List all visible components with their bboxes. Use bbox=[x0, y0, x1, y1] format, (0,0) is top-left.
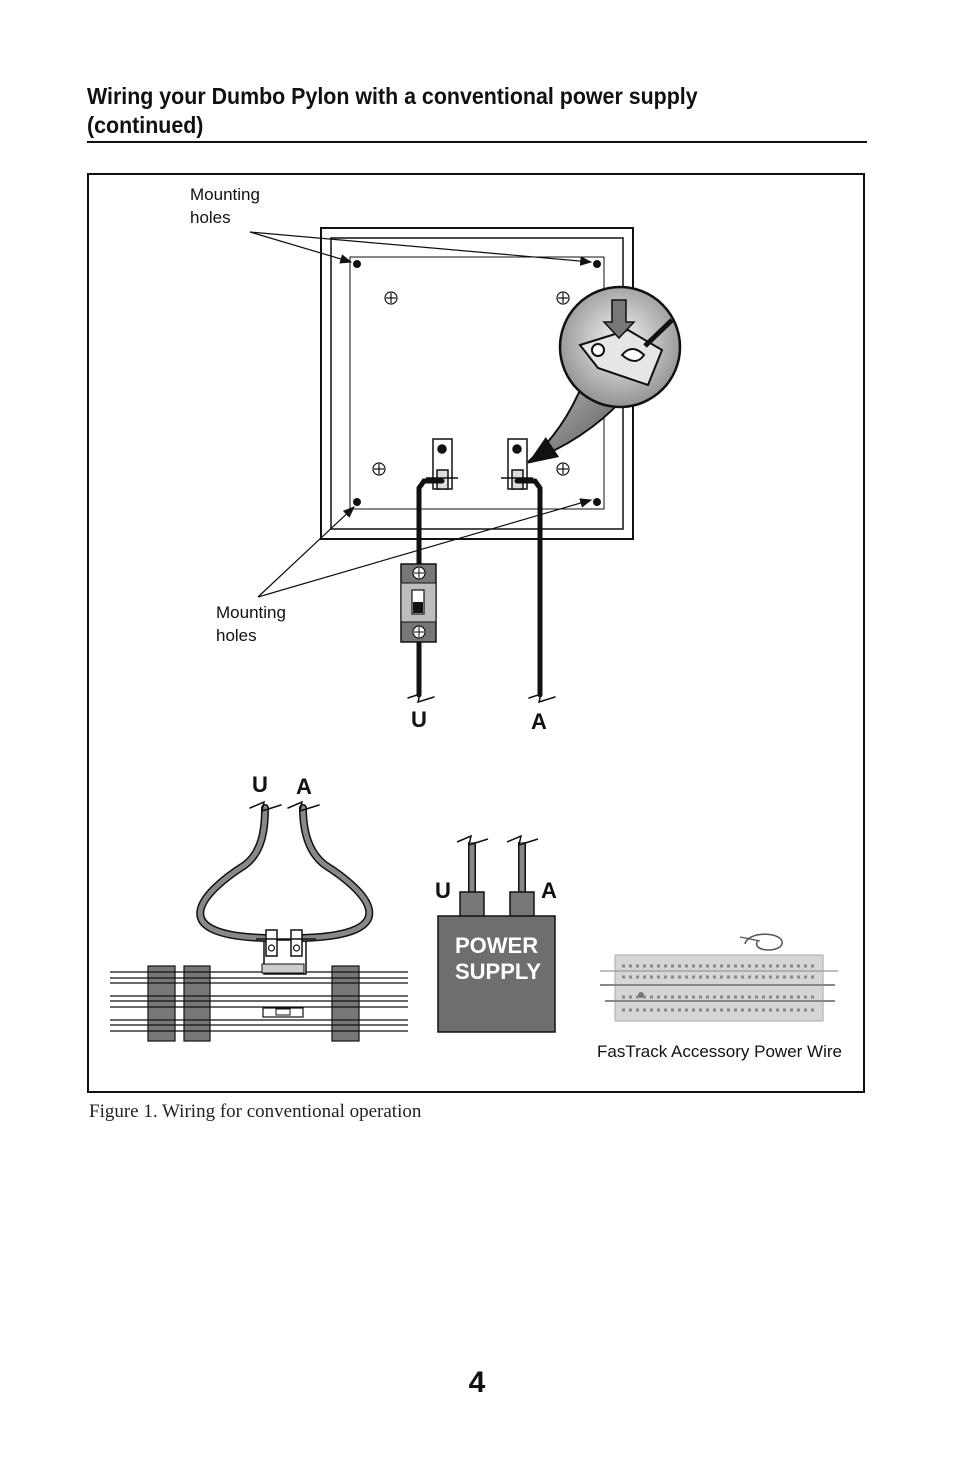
inline-switch bbox=[400, 563, 437, 643]
power-supply-a-label: A bbox=[541, 878, 557, 903]
fastrack-label: FasTrack Accessory Power Wire bbox=[597, 1042, 842, 1061]
section-heading-line-2: (continued) bbox=[87, 112, 204, 138]
mounting-holes-bottom-label-2: holes bbox=[216, 626, 257, 645]
track-u-label: U bbox=[252, 772, 268, 797]
fastrack-section bbox=[600, 933, 838, 1022]
pylon-u-label: U bbox=[411, 707, 427, 732]
mounting-holes-bottom-label-1: Mounting bbox=[216, 603, 286, 622]
mounting-hole-markers bbox=[353, 260, 601, 506]
screw-icons bbox=[372, 291, 570, 476]
figure-frame bbox=[87, 173, 865, 1093]
clip-detail-callout bbox=[527, 285, 682, 464]
section-heading-line-1: Wiring your Dumbo Pylon with a conventio… bbox=[87, 83, 698, 109]
page-number: 4 bbox=[468, 1366, 486, 1399]
power-supply-label-2: SUPPLY bbox=[455, 959, 541, 984]
power-supply-u-label: U bbox=[435, 878, 451, 903]
pylon-wires bbox=[407, 478, 556, 704]
track-section bbox=[110, 939, 408, 1042]
power-supply-label-1: POWER bbox=[455, 933, 538, 958]
figure-caption: Figure 1. Wiring for conventional operat… bbox=[89, 1101, 422, 1122]
mounting-holes-top-label-1: Mounting bbox=[190, 185, 260, 204]
heading-rule bbox=[87, 141, 867, 143]
power-supply bbox=[437, 834, 556, 1033]
mounting-holes-top-label-2: holes bbox=[190, 208, 231, 227]
section-heading: Wiring your Dumbo Pylon with a conventio… bbox=[87, 82, 812, 140]
track-terminal-clips bbox=[256, 929, 316, 957]
mounting-hole-leaders bbox=[249, 231, 593, 598]
track-wires bbox=[196, 800, 374, 942]
pylon-a-label: A bbox=[531, 709, 547, 734]
track-a-label: A bbox=[296, 774, 312, 799]
